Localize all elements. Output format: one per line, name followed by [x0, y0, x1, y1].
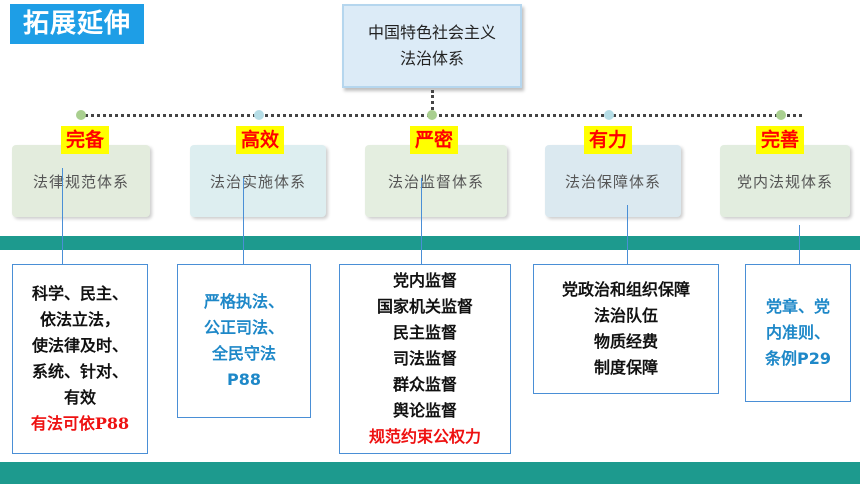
- detail-0-line-3: 系统、针对、: [31, 362, 128, 381]
- root-line-2: 法治体系: [399, 49, 464, 68]
- detail-box-4: 党章、党 内准则、 条例P29: [745, 264, 851, 402]
- category-box-0: 法律规范体系: [12, 145, 150, 217]
- detail-box-3: 党政治和组织保障 法治队伍 物质经费 制度保障: [533, 264, 719, 394]
- detail-connector-2: [421, 178, 422, 264]
- root-node: 中国特色社会主义 法治体系: [342, 4, 522, 88]
- detail-3-line-1: 法治队伍: [593, 306, 658, 325]
- detail-1-line-1: 公正司法、: [203, 318, 284, 337]
- detail-2-line-5: 舆论监督: [392, 401, 457, 420]
- branch-dot-1: [254, 110, 264, 120]
- detail-2-line-1: 国家机关监督: [376, 297, 473, 316]
- branch-connector: [80, 114, 802, 117]
- branch-dot-3: [604, 110, 614, 120]
- branch-dot-2: [427, 110, 437, 120]
- keyword-2: 严密: [410, 126, 458, 154]
- category-label-3: 法治保障体系: [564, 172, 661, 191]
- detail-2-line-2: 民主监督: [392, 323, 457, 342]
- detail-2-line-4: 群众监督: [392, 375, 457, 394]
- keyword-4: 完善: [756, 126, 804, 154]
- detail-0-line-2: 使法律及时、: [31, 336, 128, 355]
- keyword-3: 有力: [584, 126, 632, 154]
- category-label-4: 党内法规体系: [736, 172, 833, 191]
- category-box-4: 党内法规体系: [720, 145, 850, 217]
- category-label-0: 法律规范体系: [32, 172, 129, 191]
- detail-3-line-0: 党政治和组织保障: [561, 280, 690, 299]
- detail-0-line-4: 有效: [63, 388, 96, 407]
- branch-dot-4: [776, 110, 786, 120]
- detail-connector-4: [799, 225, 800, 265]
- keyword-1: 高效: [236, 126, 284, 154]
- detail-connector-0: [62, 168, 63, 264]
- detail-1-line-0: 严格执法、: [203, 292, 284, 311]
- detail-0-line-1: 依法立法，: [39, 310, 120, 329]
- detail-box-2: 党内监督 国家机关监督 民主监督 司法监督 群众监督 舆论监督 规范约束公权力: [339, 264, 511, 454]
- detail-connector-3: [627, 205, 628, 265]
- category-box-1: 法治实施体系: [190, 145, 326, 217]
- category-label-2: 法治监督体系: [387, 172, 484, 191]
- root-line-1: 中国特色社会主义: [367, 23, 496, 42]
- detail-0-highlight: 有法可依P88: [30, 414, 130, 433]
- detail-box-0: 科学、民主、 依法立法， 使法律及时、 系统、针对、 有效 有法可依P88: [12, 264, 148, 454]
- detail-4-line-0: 党章、党: [765, 297, 830, 316]
- detail-3-line-3: 制度保障: [593, 358, 658, 377]
- detail-0-line-0: 科学、民主、: [31, 284, 128, 303]
- detail-2-line-0: 党内监督: [392, 271, 457, 290]
- detail-1-line-3: P88: [227, 370, 261, 389]
- category-label-1: 法治实施体系: [209, 172, 306, 191]
- detail-connector-1: [243, 178, 244, 266]
- category-box-2: 法治监督体系: [365, 145, 507, 217]
- detail-1-line-2: 全民守法: [211, 344, 276, 363]
- root-connector: [431, 90, 434, 116]
- branch-dot-0: [76, 110, 86, 120]
- detail-4-line-1: 内准则、: [765, 323, 830, 342]
- section-badge: 拓展延伸: [10, 4, 144, 44]
- detail-3-line-2: 物质经费: [593, 332, 658, 351]
- detail-4-line-2: 条例P29: [765, 349, 831, 368]
- category-box-3: 法治保障体系: [545, 145, 681, 217]
- detail-2-highlight: 规范约束公权力: [368, 427, 481, 446]
- detail-box-1: 严格执法、 公正司法、 全民守法 P88: [177, 264, 311, 418]
- keyword-0: 完备: [61, 126, 109, 154]
- detail-2-line-3: 司法监督: [392, 349, 457, 368]
